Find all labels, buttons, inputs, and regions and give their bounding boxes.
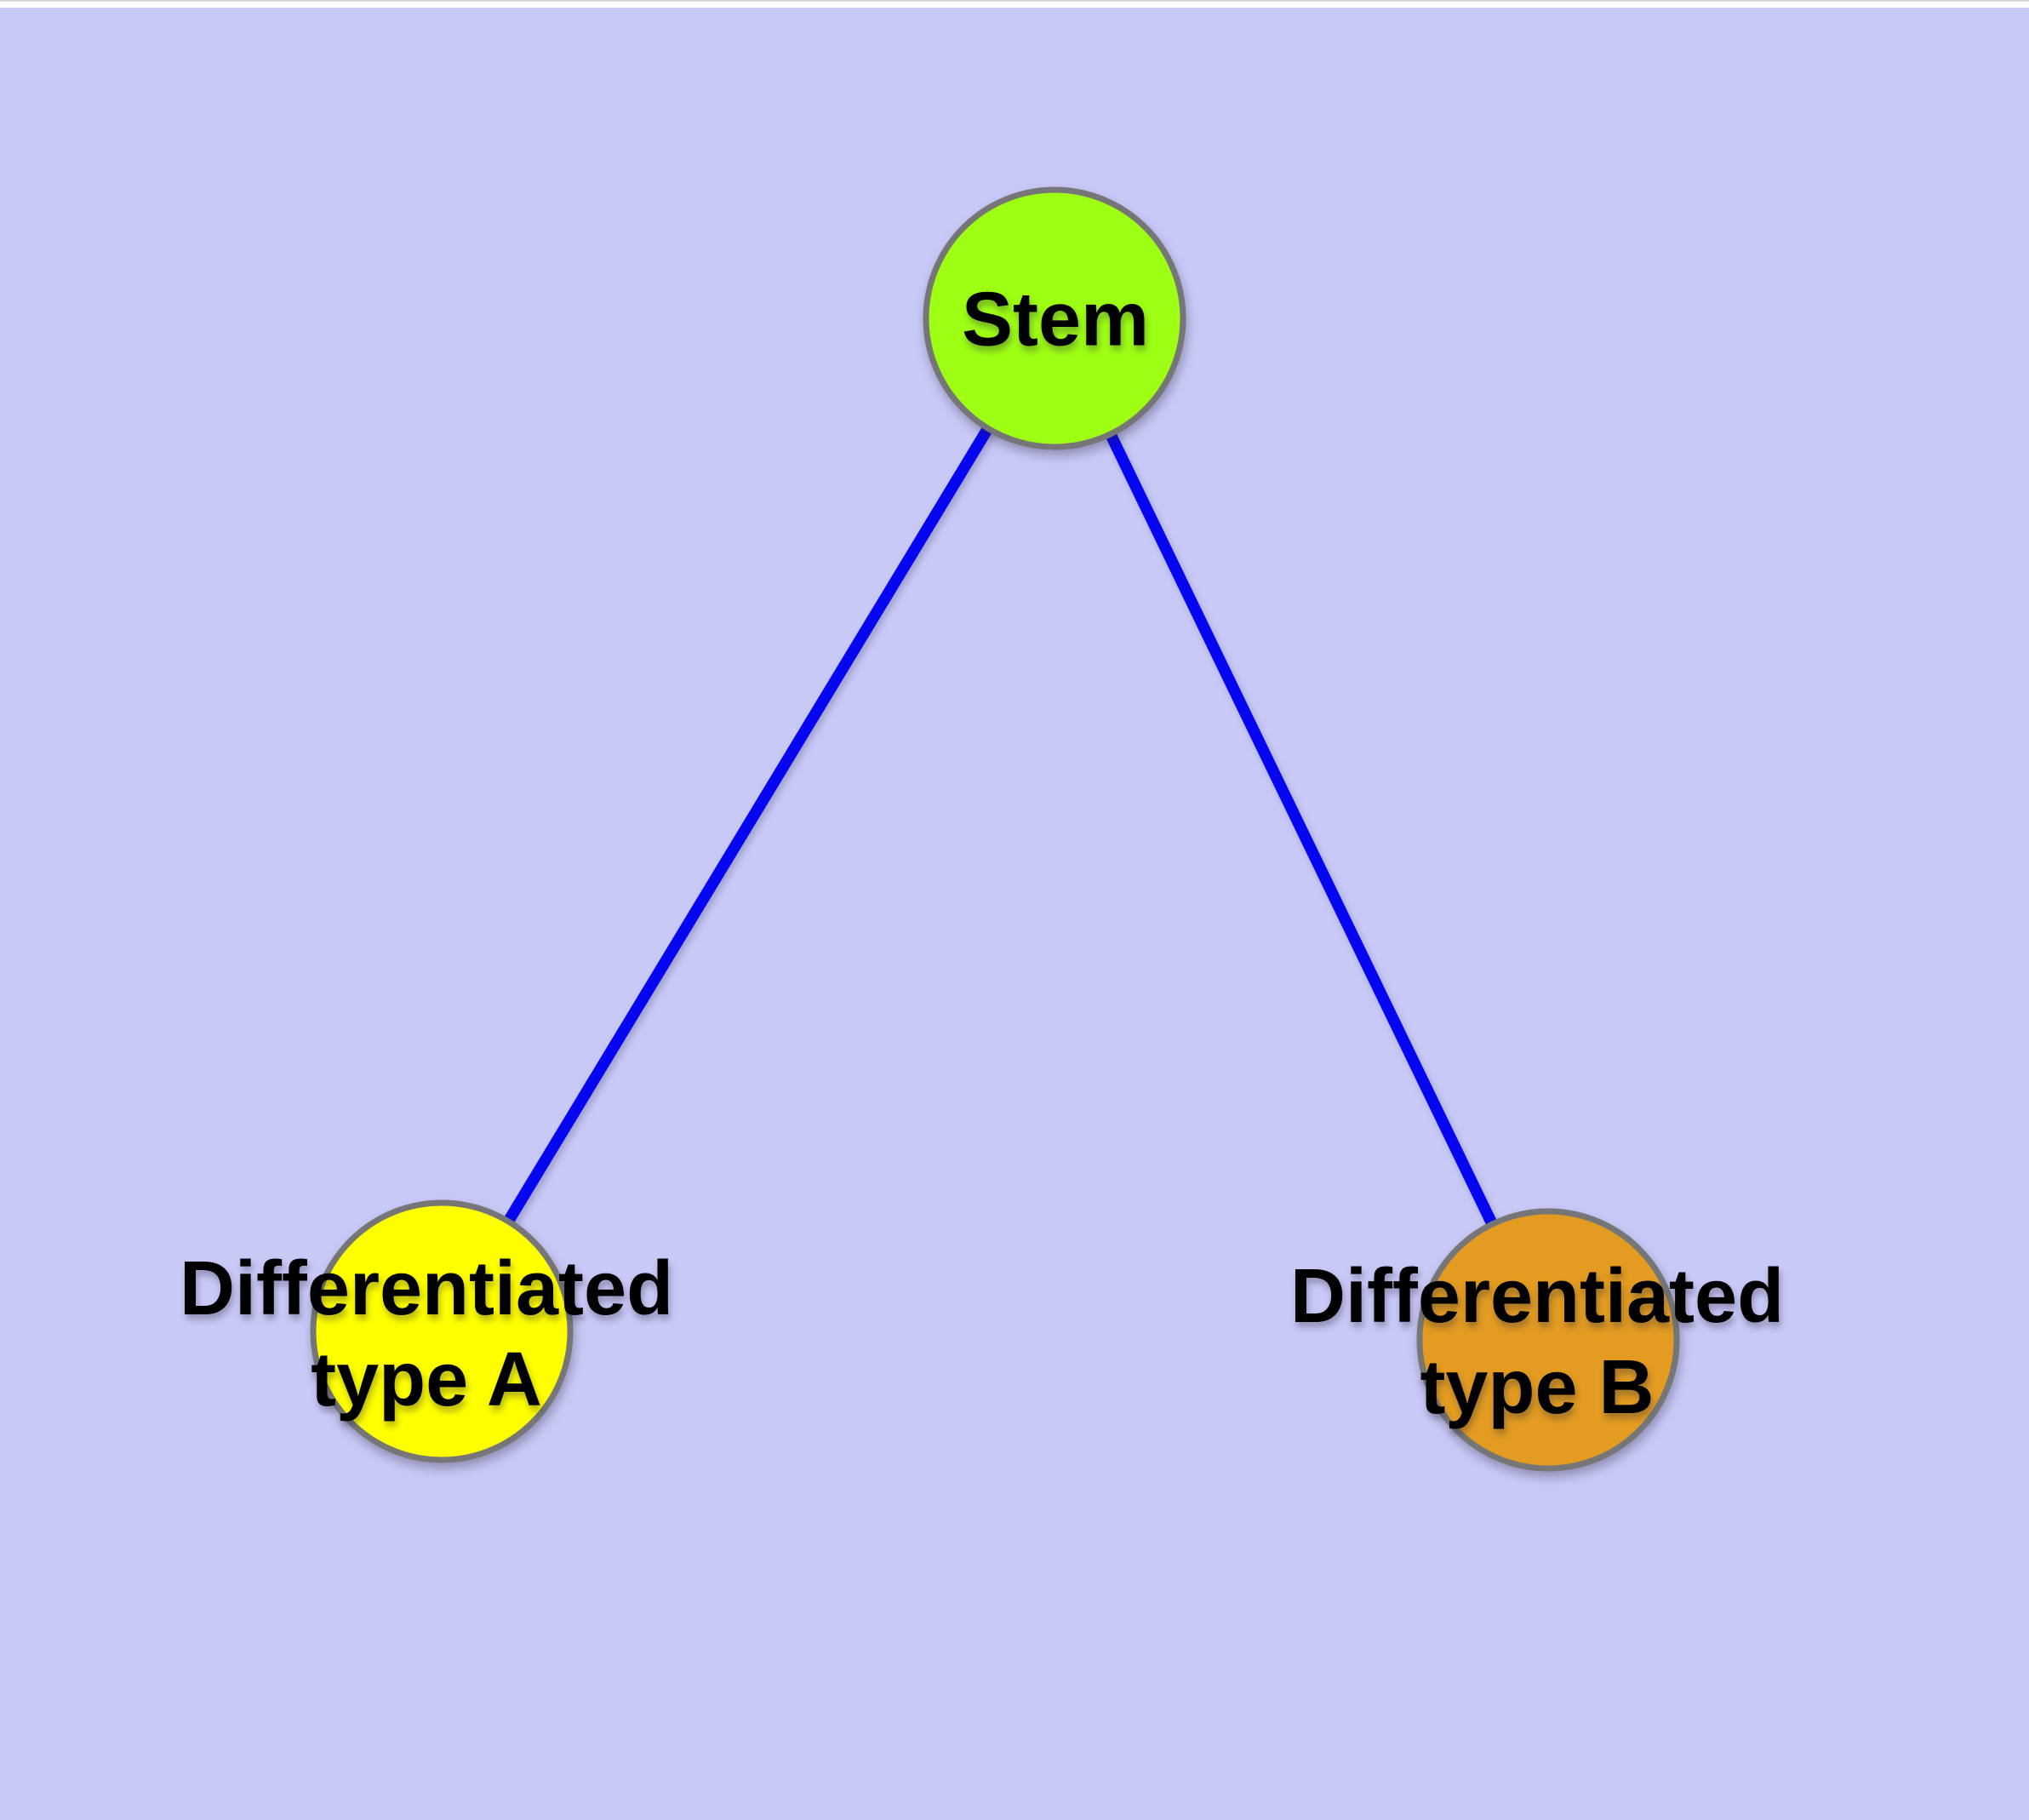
node-stem-circle [923, 186, 1186, 450]
node-type-b-circle [1416, 1208, 1680, 1472]
node-type-b-label: Differentiated type B [1289, 1254, 1785, 1430]
node-type-a-circle [310, 1199, 574, 1463]
node-type-a-label: Differentiated type A [179, 1246, 674, 1422]
edge-stem-to-type-a [437, 315, 1060, 1335]
edge-stem-to-type-b [1049, 316, 1554, 1342]
node-stem-label: Stem [961, 277, 1150, 363]
window-top-strip [0, 0, 2029, 8]
